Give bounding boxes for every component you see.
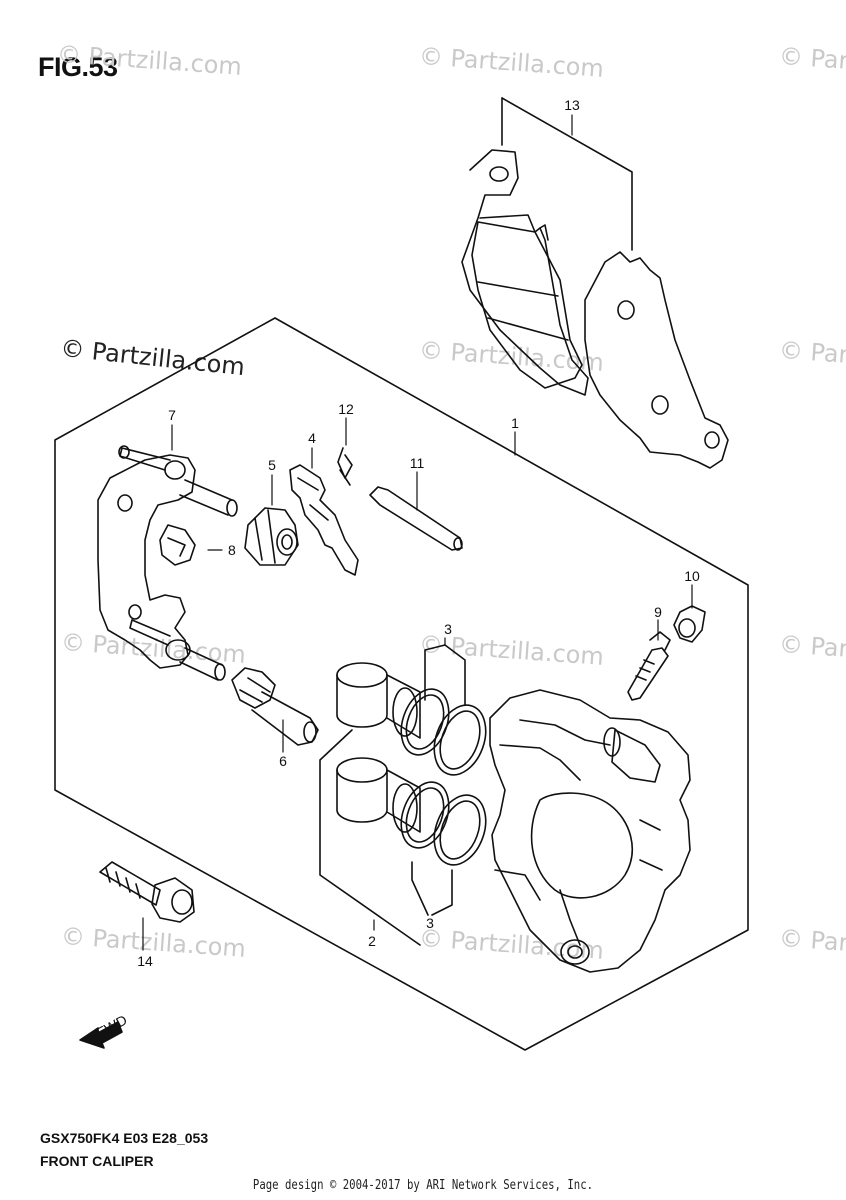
callout-5: 5: [268, 457, 276, 473]
pin-boot-lower: [231, 667, 319, 746]
callout-8: 8: [228, 542, 236, 558]
bleeder-cap: [673, 605, 706, 643]
pin-boot-upper: [244, 507, 299, 566]
brake-pad-left: [461, 149, 589, 396]
caliper-body: [489, 689, 691, 973]
model-code: GSX750FK4 E03 E28_053: [40, 1130, 209, 1146]
pad-spring: [159, 524, 196, 566]
assembly-frame: [54, 317, 749, 1051]
caliper-bracket: [97, 445, 238, 681]
callout-10: 10: [684, 568, 700, 584]
caliper-piston-upper: [336, 662, 421, 739]
callout-11: 11: [410, 455, 425, 471]
piston-seal-set-upper: [400, 688, 487, 776]
leader-lines: [142, 114, 693, 951]
callout-9: 9: [654, 604, 662, 620]
callout-2: 2: [368, 933, 376, 949]
callout-13: 13: [564, 97, 580, 113]
bleeder-screw: [627, 631, 671, 701]
callout-4: 4: [308, 430, 316, 446]
callout-7: 7: [168, 407, 176, 423]
pad-pin: [369, 486, 463, 551]
callout-14: 14: [137, 953, 153, 969]
piston-seal-set-lower: [400, 781, 487, 866]
figure-name: FRONT CALIPER: [40, 1153, 154, 1169]
callout-12: 12: [338, 401, 354, 417]
callout-3-upper: 3: [444, 621, 452, 637]
callout-labels: 13 1 7 8 5 4 12 11 10 9 3 6 3 2 14: [137, 97, 700, 969]
page-footer: Page design © 2004-2017 by ARI Network S…: [252, 1178, 594, 1193]
pad-frame: [501, 97, 633, 251]
callout-brackets: [319, 644, 466, 946]
figure-title: FIG.53: [38, 52, 118, 82]
pin-clip: [337, 447, 353, 486]
callout-1: 1: [511, 415, 519, 431]
forward-arrow-icon: FWD: [79, 1012, 130, 1049]
callout-6: 6: [279, 753, 287, 769]
pad-spring-plate: [289, 464, 359, 576]
caliper-piston-lower: [336, 757, 421, 833]
callout-3-lower: 3: [426, 915, 434, 931]
mounting-bolt: [99, 861, 195, 923]
brake-pad-right: [539, 224, 729, 469]
